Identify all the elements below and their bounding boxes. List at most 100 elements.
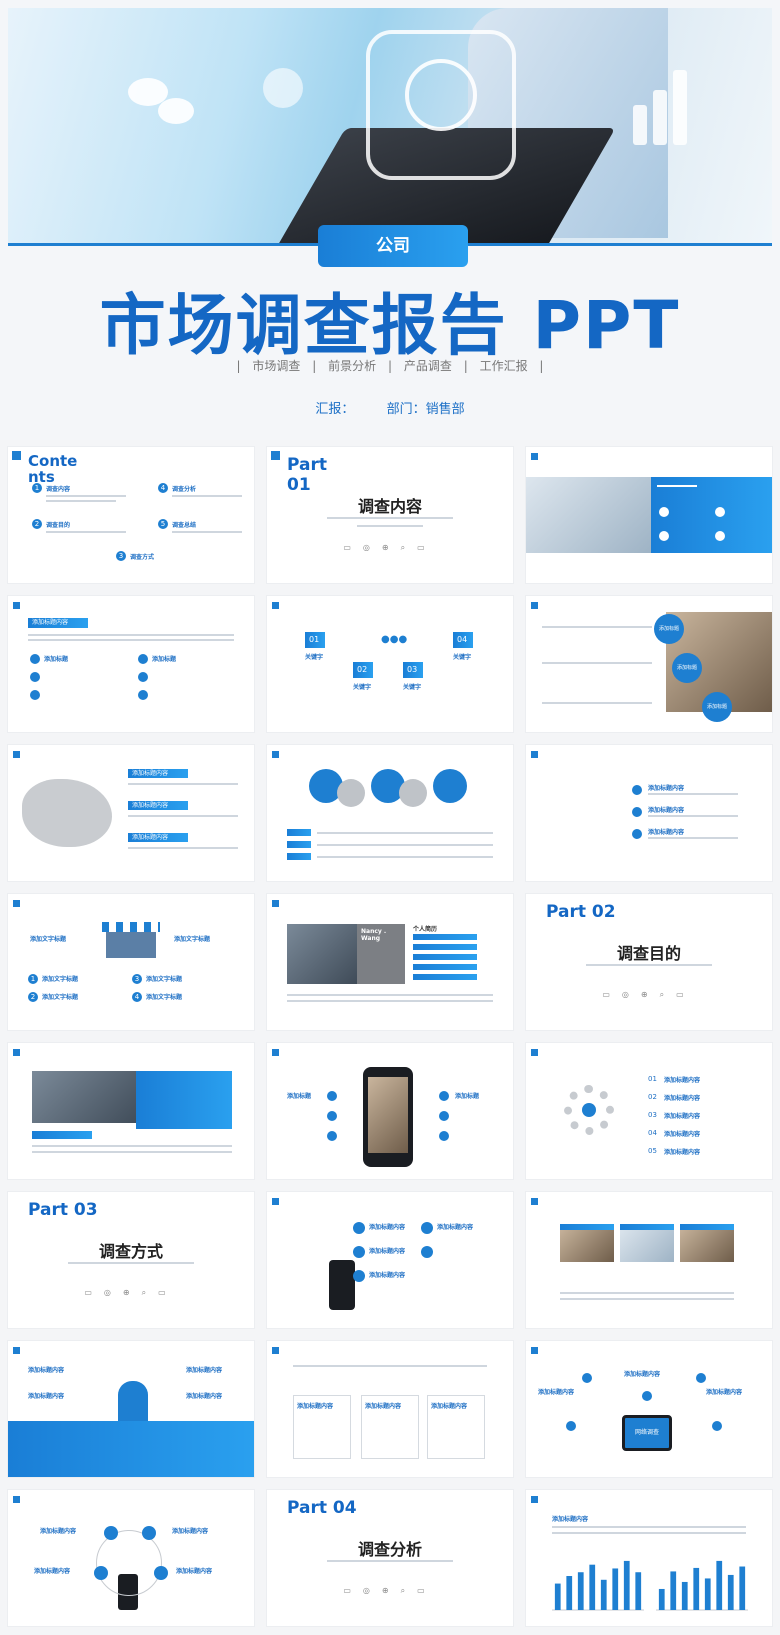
bar <box>693 1567 700 1610</box>
building-photo <box>560 1226 614 1262</box>
slide-header <box>531 453 542 460</box>
title-bar: 添加标题内容 <box>128 801 188 810</box>
subtitle-item: 工作汇报 <box>479 359 528 373</box>
item-title: 添加标题内容 <box>624 1371 661 1378</box>
bar <box>739 1566 746 1610</box>
topic-circle <box>433 769 467 803</box>
title-bar: 添加标题内容 <box>128 769 188 778</box>
laptop-photo <box>620 1226 674 1262</box>
contents-item: 调查分析 <box>172 486 197 493</box>
orbit-ring <box>96 1530 162 1596</box>
node-icon <box>712 1421 722 1431</box>
check-icon <box>30 690 40 700</box>
item-title: 添加标题内容 <box>648 785 685 792</box>
gear-icon <box>715 507 725 517</box>
bar-chart-right <box>656 1560 748 1611</box>
item-number: 2 <box>28 992 38 1002</box>
cover-report-line: 汇报： 部门：销售部 <box>0 398 780 417</box>
title-bar: 添加标题内容 <box>28 618 88 628</box>
grey-circle <box>399 779 427 807</box>
item-title: 添加标题内容 <box>552 1516 589 1523</box>
node-icon <box>582 1373 592 1383</box>
store-icon <box>106 928 156 958</box>
phone-image <box>363 1067 413 1167</box>
item-title: 添加标题 <box>287 1093 312 1100</box>
check-icon <box>632 807 642 817</box>
feature-icon <box>327 1111 337 1121</box>
section-title: 调查内容 <box>357 497 422 516</box>
doc-icon <box>659 531 669 541</box>
text-card <box>427 1395 485 1459</box>
contents-item: 调查目的 <box>46 522 71 529</box>
bar <box>681 1581 688 1610</box>
bar <box>704 1578 711 1610</box>
bar <box>635 1572 642 1610</box>
subtitle-item: | <box>312 359 317 373</box>
item-number: 3 <box>132 974 142 984</box>
slide-header <box>531 1496 542 1503</box>
slide-circles-photo: 添加标题 添加标题 添加标题 <box>526 596 772 732</box>
item-title: 添加标题内容 <box>648 829 685 836</box>
item-title: 添加标题内容 <box>28 1393 65 1400</box>
step-box: 02 <box>353 662 373 678</box>
bar-chart-left <box>552 1560 644 1611</box>
slide-map: 添加标题内容 添加标题内容 添加标题内容 <box>8 745 254 881</box>
feature-icon <box>104 1526 118 1540</box>
slide-keywords: 01 02 03 04 关键字 关键字 关键字 关键字 ●●● <box>267 596 513 732</box>
bar <box>612 1568 619 1610</box>
slide-checklist: 添加标题内容 添加标题 添加标题 <box>8 596 254 732</box>
subtitle-item: | <box>463 359 468 373</box>
text-card <box>293 1395 351 1459</box>
item-title: 添加标题内容 <box>28 1367 65 1374</box>
item-title: 添加标题内容 <box>664 1077 701 1084</box>
slide-survey-contract <box>526 447 772 583</box>
item-title: 添加文字标题 <box>42 994 79 1001</box>
item-title: 添加标题内容 <box>706 1389 743 1396</box>
slide-phone: 添加标题 添加标题 <box>267 1043 513 1179</box>
slide-three-cards: 添加标题内容 添加标题内容 添加标题内容 <box>267 1341 513 1477</box>
slide-header <box>531 751 542 758</box>
step-number: 01 <box>648 1075 657 1083</box>
check-icon <box>30 654 40 664</box>
search-icon <box>263 68 303 108</box>
check-icon <box>632 785 642 795</box>
text-card <box>361 1395 419 1459</box>
china-map <box>22 779 112 847</box>
item-number: 4 <box>132 992 142 1002</box>
item-title: 添加标题内容 <box>365 1403 402 1410</box>
mini-tag <box>287 829 311 836</box>
item-number: 5 <box>158 519 168 529</box>
slide-header <box>531 1198 542 1205</box>
slide-header <box>272 1198 283 1205</box>
item-title: 添加文字标题 <box>146 976 183 983</box>
slide-header <box>531 602 542 609</box>
title-bar: 添加标题内容 <box>128 833 188 842</box>
company-tab: 公司 <box>318 225 468 267</box>
feature-icon <box>421 1246 433 1258</box>
check-icon <box>138 672 148 682</box>
city-photo <box>680 1226 734 1262</box>
slide-header <box>272 1049 283 1056</box>
slide-check-list-2: 添加标题内容 添加标题内容 添加标题内容 <box>526 745 772 881</box>
slide-store: 添加文字标题 添加文字标题 1 2 3 4 添加文字标题 添加文字标题 添加文字… <box>8 894 254 1030</box>
step-box: 04 <box>453 632 473 648</box>
arrow-icon <box>715 531 725 541</box>
bar <box>600 1579 607 1610</box>
radial-petals <box>564 1085 614 1135</box>
item-title: 添加标题内容 <box>172 1528 209 1535</box>
slide-header <box>13 602 24 609</box>
feature-icon <box>142 1526 156 1540</box>
slide-radial: 01 02 03 04 05 添加标题内容 添加标题内容 添加标题内容 添加标题… <box>526 1043 772 1179</box>
slide-part2: Part 02 调查目的 ▭◎⊕⌕▭ <box>526 894 772 1030</box>
cover-slide: 公司 市场调查报告 PPT | 市场调查 | 前景分析 | 产品调查 | 工作汇… <box>0 0 780 440</box>
feature-icon <box>94 1566 108 1580</box>
feature-icon <box>327 1091 337 1101</box>
item-title: 添加文字标题 <box>30 936 67 943</box>
desk-photo <box>32 1071 142 1123</box>
slide-header <box>13 900 24 907</box>
check-icon <box>632 829 642 839</box>
step-number: 02 <box>648 1093 657 1101</box>
item-title: 添加文字标题 <box>42 976 79 983</box>
feature-icon <box>353 1222 365 1234</box>
